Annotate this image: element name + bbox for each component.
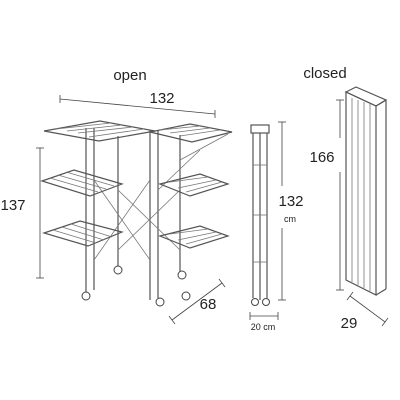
- closed-shelf-illustration: [344, 86, 388, 296]
- open-width-dimension-line: [59, 95, 216, 118]
- open-depth-label: 68: [200, 296, 217, 313]
- closed-depth-label: 29: [341, 315, 358, 332]
- side-depth-dimension-line: [249, 312, 279, 320]
- side-height-unit: cm: [284, 214, 296, 224]
- open-height-dimension-line: [36, 147, 44, 279]
- side-view-illustration: [250, 124, 270, 306]
- closed-height-label: 166: [309, 149, 334, 166]
- open-title: open: [113, 67, 146, 84]
- open-rack-illustration: [40, 120, 233, 307]
- closed-height-dimension-line: [336, 99, 344, 291]
- side-depth-label: 20 cm: [251, 322, 276, 332]
- side-height-label: 132: [278, 193, 303, 210]
- open-width-label: 132: [149, 90, 174, 107]
- open-height-label: 137: [0, 197, 25, 214]
- side-height-dimension-line: [278, 121, 286, 301]
- closed-title: closed: [303, 65, 346, 82]
- open-depth-dimension-line: [168, 278, 226, 325]
- closed-depth-dimension-line: [346, 291, 389, 327]
